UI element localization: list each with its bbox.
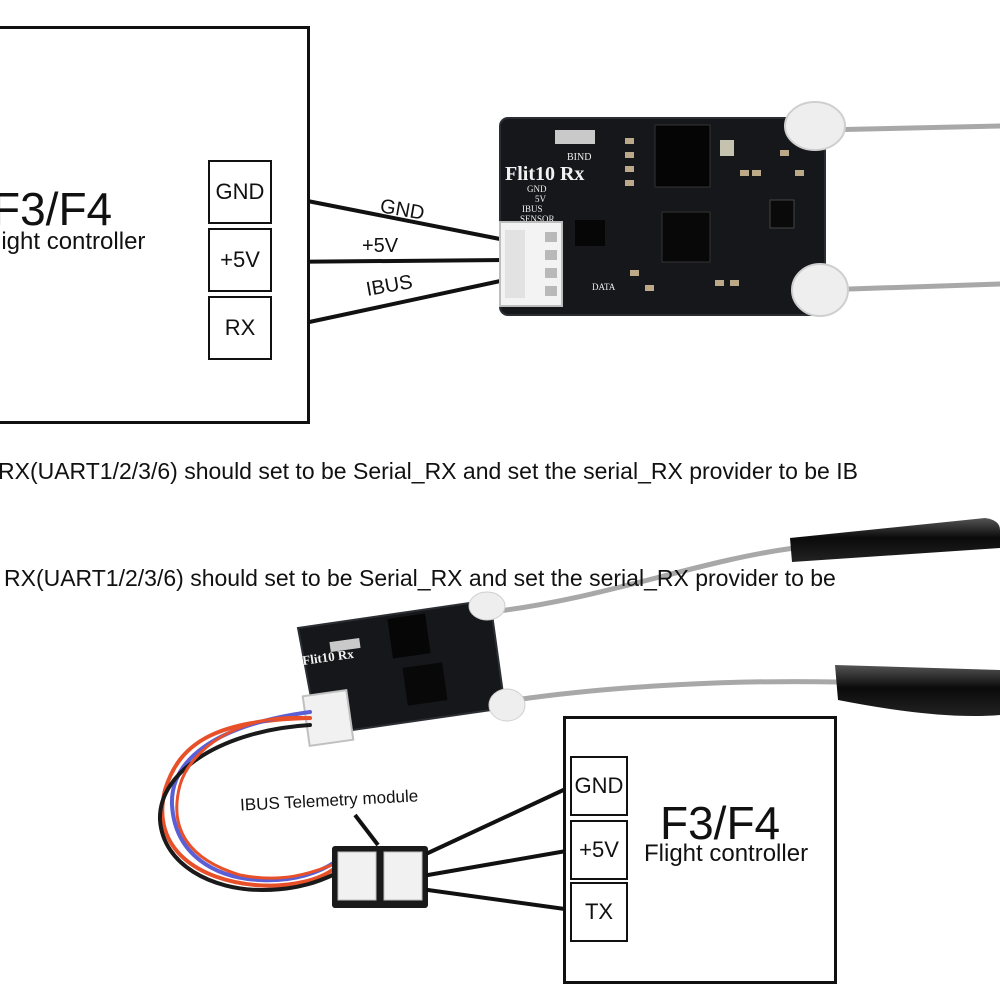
- fc-subtitle-top: light controller: [0, 228, 146, 255]
- receiver-name-bottom: Flit10 Rx: [301, 646, 355, 668]
- twisted-cable: [157, 710, 337, 893]
- antenna-joint: [468, 591, 506, 621]
- note-top: RX(UART1/2/3/6) should set to be Serial_…: [0, 458, 858, 484]
- wire-tx-bottom: [426, 888, 574, 912]
- silk-5v: 5V: [535, 194, 547, 204]
- pin-gnd-top: GND: [208, 160, 272, 224]
- ibus-telemetry-module: [332, 813, 428, 908]
- silk-gnd: GND: [527, 184, 547, 194]
- mcu-chip: [654, 124, 711, 188]
- wire-label-5v: +5V: [362, 235, 399, 257]
- silk-sensor: SENSOR: [520, 214, 555, 224]
- wire-gnd-bottom: [426, 784, 574, 855]
- antenna-tube: [790, 518, 1000, 562]
- receiver-board-top: Flit10 Rx BIND GND 5V IBUS SENSOR DATA: [499, 101, 849, 317]
- top-antennas: [817, 123, 1000, 293]
- wire-gnd-top: [270, 192, 507, 242]
- bottom-antennas: [487, 518, 1000, 716]
- silk-data: DATA: [592, 282, 616, 292]
- bind-button: [555, 130, 595, 144]
- antenna-joint: [488, 688, 526, 722]
- antenna-joint: [791, 263, 849, 317]
- receiver-board-bottom: Flit10 Rx: [296, 591, 526, 747]
- fc-title-bottom: F3/F4: [660, 797, 781, 849]
- silk-bind: BIND: [567, 152, 591, 163]
- antenna-joint: [784, 101, 846, 151]
- pin-5v-bottom: +5V: [570, 820, 628, 880]
- wire-ibus-top: [270, 278, 507, 332]
- note-bottom: RX(UART1/2/3/6) should set to be Serial_…: [4, 565, 836, 591]
- fc-subtitle-bottom: Flight controller: [644, 840, 809, 867]
- antenna-tube: [835, 665, 1000, 716]
- receiver-name-top: Flit10 Rx: [505, 163, 584, 185]
- bottom-wires: [426, 784, 574, 912]
- fc-title-top: F3/F4: [0, 183, 113, 235]
- receiver-connector-bottom: [301, 689, 355, 747]
- pin-gnd-bottom: GND: [570, 756, 628, 816]
- silk-ibus: IBUS: [522, 204, 543, 214]
- top-wires: [270, 192, 507, 332]
- pin-tx-bottom: TX: [570, 882, 628, 942]
- pin-5v-top: +5V: [208, 228, 272, 292]
- wire-5v-bottom: [426, 848, 574, 877]
- rf-chip: [661, 211, 711, 263]
- pin-rx-top: RX: [208, 296, 272, 360]
- wire-5v-top: [270, 258, 507, 264]
